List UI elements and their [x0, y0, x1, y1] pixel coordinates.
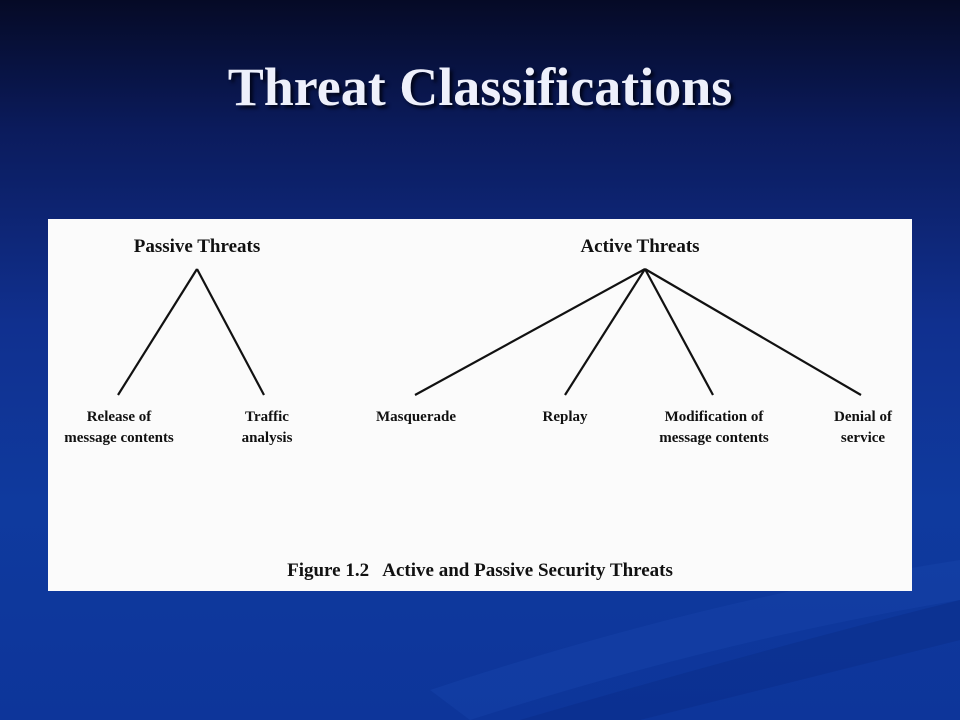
- node-passive-threats: Passive Threats: [133, 236, 261, 257]
- node-active-threats: Active Threats: [580, 236, 700, 257]
- edge-active-denial: [644, 268, 862, 396]
- node-modification-of-message-contents: Modification of message contents: [659, 409, 769, 446]
- slide-title: Threat Classifications: [227, 57, 733, 117]
- figure-caption: Figure 1.2 Active and Passive Security T…: [287, 560, 673, 581]
- node-denial-of-service: Denial of service: [834, 409, 892, 446]
- edge-active-masquerade: [414, 268, 646, 396]
- node-traffic-analysis: Traffic analysis: [241, 409, 293, 446]
- node-release-of-message-contents: Release of message contents: [64, 409, 174, 446]
- edge-active-modification: [644, 268, 714, 396]
- node-masquerade: Masquerade: [376, 409, 456, 425]
- edge-active-replay: [564, 268, 646, 396]
- edge-passive-traffic: [196, 268, 265, 396]
- tree-lines: [117, 268, 862, 396]
- edge-passive-release: [117, 268, 198, 396]
- node-replay: Replay: [542, 409, 588, 425]
- figure-panel: Passive Threats Active Threats Release o…: [48, 219, 912, 591]
